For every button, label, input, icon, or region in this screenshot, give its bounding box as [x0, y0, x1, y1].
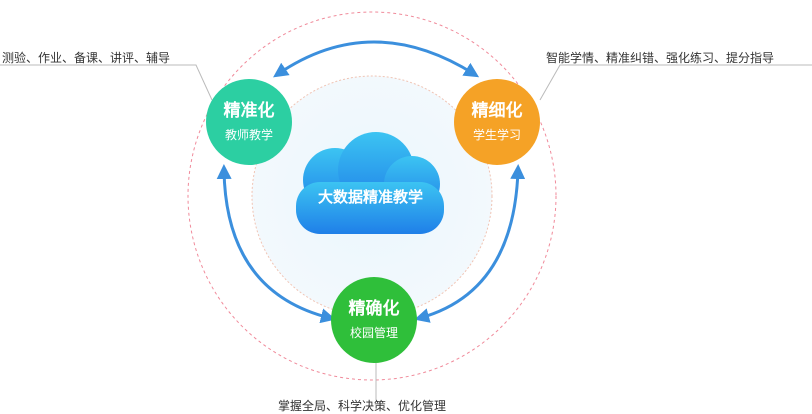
node-campus: 精确化 校园管理 [331, 277, 417, 363]
leader-teacher [0, 64, 213, 101]
outer-ring [187, 11, 557, 381]
node-campus-title: 精确化 [348, 299, 400, 319]
note-teacher: 测验、作业、备课、讲评、辅导 [2, 51, 171, 65]
note-campus: 掌握全局、科学决策、优化管理 [278, 399, 447, 413]
node-teacher: 精准化 教师教学 [206, 79, 292, 165]
node-student-title: 精细化 [471, 101, 523, 121]
leader-student [539, 64, 812, 101]
arrow-teacher-student [273, 40, 480, 78]
arrow-student-campus [414, 164, 526, 323]
note-student: 智能学情、精准纠错、强化练习、提分指导 [546, 51, 775, 65]
arrow-teacher-campus [216, 164, 336, 324]
center-label: 大数据精准教学 [318, 188, 424, 206]
node-student-subtitle: 学生学习 [472, 128, 521, 142]
node-student: 精细化 学生学习 [454, 79, 540, 165]
node-teacher-title: 精准化 [223, 101, 275, 121]
node-teacher-subtitle: 教师教学 [224, 128, 273, 142]
node-campus-subtitle: 校园管理 [349, 326, 398, 340]
